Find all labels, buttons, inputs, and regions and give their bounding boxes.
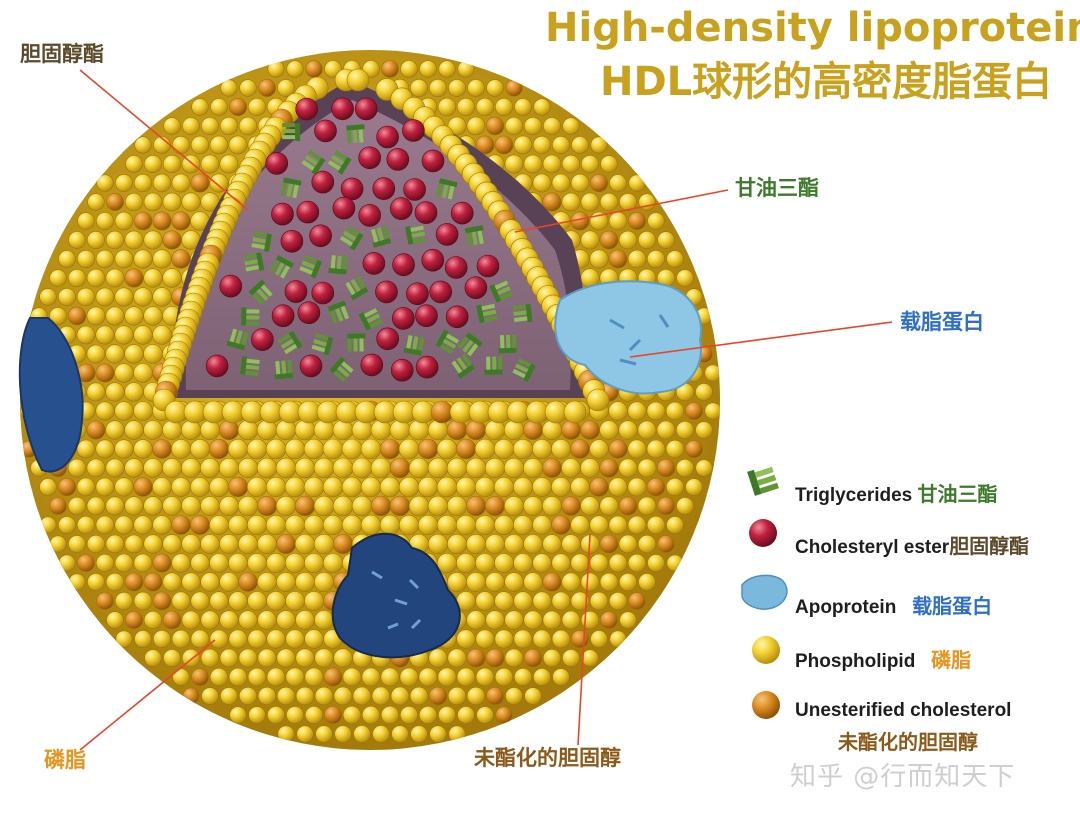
callout-triglycerides: 甘油三酯 [735,176,819,200]
legend-label-en: Phospholipid [795,651,916,672]
legend-label-cn: 磷脂 [931,648,972,672]
triglyceride-icon [747,464,779,496]
callout-cholesteryl-ester: 胆固醇酯 [20,42,104,66]
legend-label-cn: 甘油三酯 [917,482,998,506]
callout-lines [79,69,893,751]
apoprotein-icon [741,574,788,610]
legend-label-cn: 载脂蛋白 [912,594,993,618]
legend-label-en: Triglycerides [795,485,913,506]
apoprotein-bottom [331,532,461,659]
callout-apoprotein: 载脂蛋白 [900,310,984,334]
apoprotein-right [554,280,702,395]
callout-phospholipid: 磷脂 [44,748,86,772]
legend-label-cn: 未酯化的胆固醇 [838,730,978,754]
legend-label-en: Apoprotein [795,597,897,618]
unesterified-cholesterol-icon [752,691,780,719]
legend-label-en: Unesterified cholesterol [795,700,1012,721]
legend-label-en: Cholesteryl ester [795,537,950,558]
phospholipid-icon [752,636,780,664]
core-contents [205,97,536,383]
watermark: 知乎 @行而知天下 [790,762,1016,792]
legend-icons [741,464,788,719]
legend-label-cn: 胆固醇酯 [949,534,1030,558]
cholesteryl-ester-icon [749,519,777,547]
apoprotein-left [18,317,84,473]
title-chinese: HDL球形的高密度脂蛋白 [600,59,1053,105]
title-english: High-density lipoprotein [545,5,1080,51]
callout-unesterified-cholesterol: 未酯化的胆固醇 [474,746,621,770]
cutaway-rim-phospholipids [152,68,610,424]
